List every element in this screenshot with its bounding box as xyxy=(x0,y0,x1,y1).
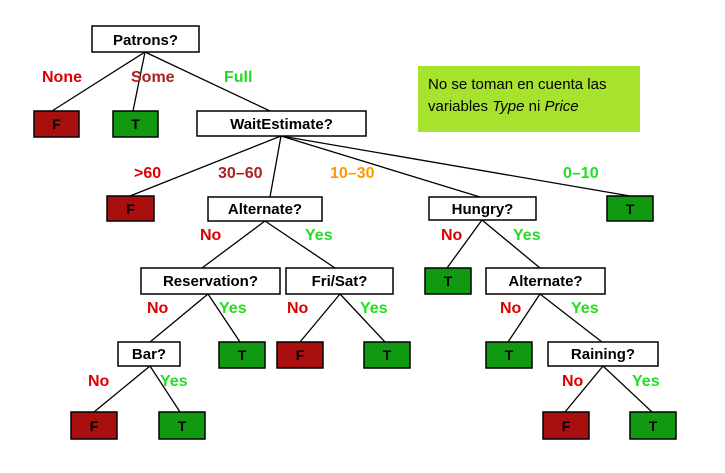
node-wait-estimate-label: WaitEstimate? xyxy=(230,116,333,133)
edge-none xyxy=(51,51,146,112)
edge-labels: None Some Full >60 30–60 10–30 0–10 No Y… xyxy=(42,69,660,390)
edge-label-hungry-yes: Yes xyxy=(513,227,541,244)
leaf-fri-sat-no-label: F xyxy=(296,347,305,363)
note-variables-text: variables xyxy=(428,98,493,115)
leaf-0-10: T xyxy=(606,195,654,222)
leaf-over-60-label: F xyxy=(126,201,135,217)
edge-alt1-yes xyxy=(264,220,336,269)
leaf-bar-no: F xyxy=(70,411,118,440)
node-wait-estimate: WaitEstimate? xyxy=(196,110,367,137)
edge-label-fri-no: No xyxy=(287,300,309,317)
leaf-reservation-yes: T xyxy=(218,341,266,369)
edge-bar-yes xyxy=(149,365,181,413)
leaf-alternate2-no: T xyxy=(485,341,533,369)
edge-0-10 xyxy=(280,135,631,197)
leaf-nodes: F T F T T T F T xyxy=(33,110,677,440)
edge-fri-yes xyxy=(339,293,386,343)
note-line-1: No se toman en cuenta las xyxy=(428,76,607,93)
leaf-fri-sat-no: F xyxy=(276,341,324,369)
leaf-fri-sat-yes: T xyxy=(363,341,411,369)
edge-label-bar-no: No xyxy=(88,373,110,390)
edge-label-alt2-yes: Yes xyxy=(571,300,599,317)
node-alternate-1: Alternate? xyxy=(207,196,323,222)
leaf-hungry-no: T xyxy=(424,267,472,295)
node-raining: Raining? xyxy=(547,341,659,367)
node-hungry-label: Hungry? xyxy=(452,201,514,218)
edge-alt2-no xyxy=(507,293,541,343)
edge-over-60 xyxy=(129,135,282,197)
edge-label-0-10: 0–10 xyxy=(563,165,599,182)
edge-30-60 xyxy=(269,135,282,198)
leaf-0-10-label: T xyxy=(626,201,635,217)
leaf-bar-no-label: F xyxy=(90,418,99,434)
note-box: No se toman en cuenta las variables Type… xyxy=(418,66,640,132)
edge-label-res-yes: Yes xyxy=(219,300,247,317)
node-patrons: Patrons? xyxy=(91,25,200,53)
node-alternate-1-label: Alternate? xyxy=(228,201,302,218)
node-fri-sat: Fri/Sat? xyxy=(285,267,394,295)
node-fri-sat-label: Fri/Sat? xyxy=(312,273,368,290)
leaf-bar-yes: T xyxy=(158,411,206,440)
edge-label-hungry-no: No xyxy=(441,227,463,244)
edge-label-alt2-no: No xyxy=(500,300,522,317)
node-hungry: Hungry? xyxy=(428,196,537,221)
leaf-bar-yes-label: T xyxy=(178,418,187,434)
edge-10-30 xyxy=(280,135,481,198)
node-alternate-2-label: Alternate? xyxy=(508,273,582,290)
note-type-text: Type xyxy=(492,98,525,115)
edge-rain-yes xyxy=(602,365,653,413)
node-bar-label: Bar? xyxy=(132,346,166,363)
edge-res-yes xyxy=(207,293,241,343)
edge-label-alt1-no: No xyxy=(200,227,222,244)
node-alternate-2: Alternate? xyxy=(485,267,606,295)
leaf-hungry-no-label: T xyxy=(444,273,453,289)
attribute-nodes: Patrons? WaitEstimate? Alternate? Hungry… xyxy=(91,25,659,367)
node-patrons-label: Patrons? xyxy=(113,32,178,49)
edge-bar-no xyxy=(93,365,151,413)
edge-label-30-60: 30–60 xyxy=(218,165,263,182)
edge-label-rain-yes: Yes xyxy=(632,373,660,390)
leaf-raining-no-label: F xyxy=(562,418,571,434)
note-ni-text: ni xyxy=(524,98,545,115)
node-raining-label: Raining? xyxy=(571,346,635,363)
edge-some xyxy=(132,51,146,112)
leaf-reservation-yes-label: T xyxy=(238,347,247,363)
edge-label-10-30: 10–30 xyxy=(330,165,375,182)
node-bar: Bar? xyxy=(117,341,181,367)
edge-label-bar-yes: Yes xyxy=(160,373,188,390)
leaf-none: F xyxy=(33,110,80,138)
leaf-raining-yes-label: T xyxy=(649,418,658,434)
edge-label-fri-yes: Yes xyxy=(360,300,388,317)
edge-fri-no xyxy=(299,293,341,343)
leaf-some-label: T xyxy=(131,116,140,132)
tree-edges xyxy=(51,51,653,413)
edge-res-no xyxy=(149,293,209,343)
node-reservation: Reservation? xyxy=(140,267,281,295)
edge-hungry-no xyxy=(446,219,483,269)
leaf-raining-yes: T xyxy=(629,411,677,440)
leaf-raining-no: F xyxy=(542,411,590,440)
edge-hungry-yes xyxy=(481,219,541,269)
edge-label-rain-no: No xyxy=(562,373,584,390)
edge-label-over-60: >60 xyxy=(134,165,161,182)
leaf-over-60: F xyxy=(106,195,155,222)
edge-alt2-yes xyxy=(539,293,603,343)
node-reservation-label: Reservation? xyxy=(163,273,258,290)
edge-label-none: None xyxy=(42,69,82,86)
note-price-text: Price xyxy=(544,98,579,115)
edge-label-alt1-yes: Yes xyxy=(305,227,333,244)
edge-label-some: Some xyxy=(131,69,175,86)
leaf-alternate2-no-label: T xyxy=(505,347,514,363)
edge-full xyxy=(144,51,271,112)
note-line-2: variables Type ni Price xyxy=(428,96,630,118)
edge-label-full: Full xyxy=(224,69,252,86)
edge-label-res-no: No xyxy=(147,300,169,317)
leaf-none-label: F xyxy=(52,116,61,132)
edge-rain-no xyxy=(564,365,604,413)
leaf-some: T xyxy=(112,110,159,138)
edge-alt1-no xyxy=(201,220,266,269)
leaf-fri-sat-yes-label: T xyxy=(383,347,392,363)
